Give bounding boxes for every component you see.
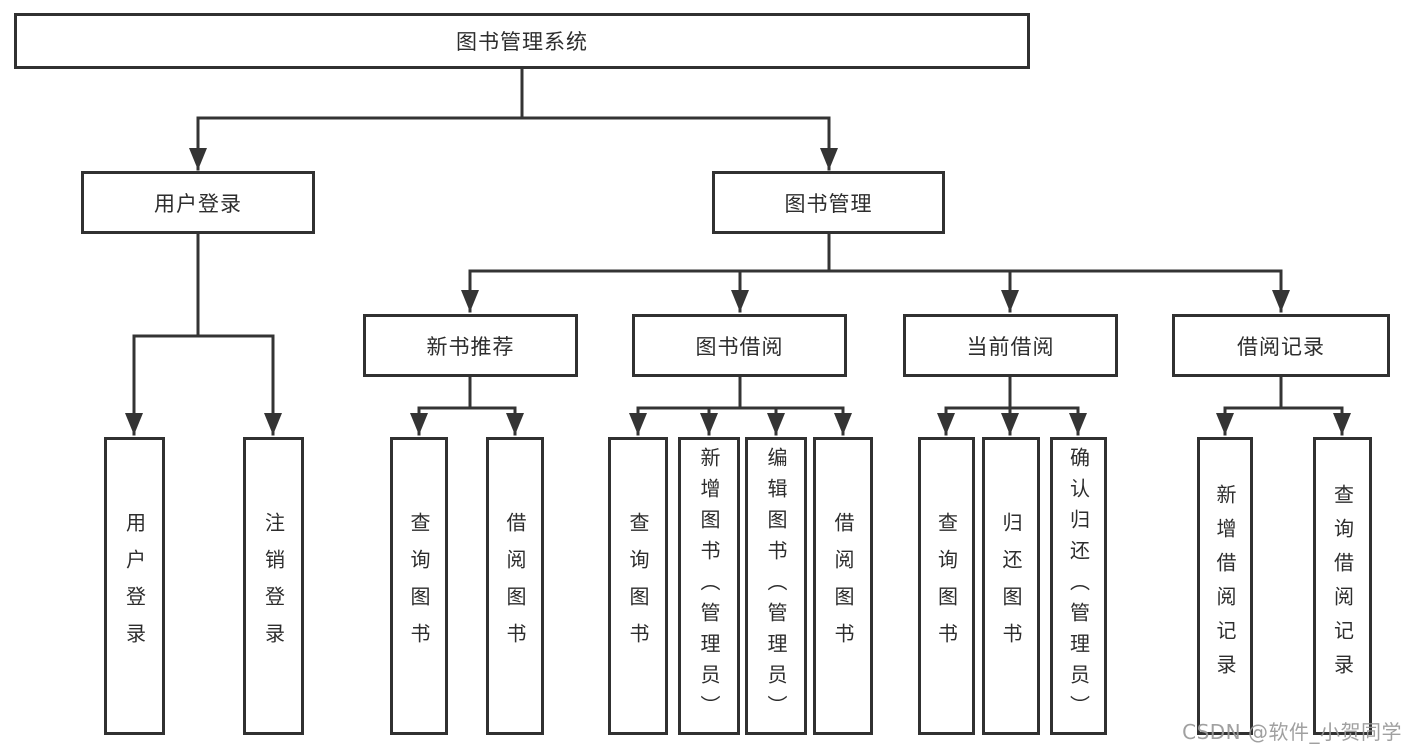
node-borrow-records: 借阅记录 [1172,314,1390,377]
leaf-borrow-books-1-label: 借阅图书 [503,512,527,660]
leaf-confirm-return-admin: 确认归还（管理员） [1050,437,1107,735]
leaf-borrow-books-2-label: 借阅图书 [831,512,855,660]
leaf-query-books-3-label: 查询图书 [934,512,959,660]
node-user-login: 用户登录 [81,171,315,234]
leaf-borrow-books-2: 借阅图书 [813,437,873,735]
leaf-user-login: 用户登录 [104,437,165,735]
node-borrow-records-label: 借阅记录 [1237,334,1325,359]
node-book-borrow-label: 图书借阅 [695,334,784,359]
leaf-edit-book-admin: 编辑图书（管理员） [745,437,807,735]
leaf-query-books-2: 查询图书 [608,437,668,735]
node-new-book-recommend-label: 新书推荐 [426,334,515,359]
leaf-edit-book-admin-label: 编辑图书（管理员） [764,446,788,726]
leaf-query-books-1-label: 查询图书 [407,512,431,660]
leaf-add-borrow-record: 新增借阅记录 [1197,437,1253,735]
node-root: 图书管理系统 [14,13,1030,69]
node-book-management: 图书管理 [712,171,945,234]
leaf-add-borrow-record-label: 新增借阅记录 [1213,484,1237,688]
leaf-logout-label: 注销登录 [261,512,286,660]
csdn-watermark: CSDN @软件_小贺同学 [1182,720,1402,744]
node-root-label: 图书管理系统 [456,30,588,54]
node-current-borrow-label: 当前借阅 [966,334,1055,359]
leaf-return-books-label: 归还图书 [999,512,1023,660]
leaf-query-books-1: 查询图书 [390,437,448,735]
leaf-query-books-2-label: 查询图书 [626,512,650,660]
leaf-return-books: 归还图书 [982,437,1040,735]
leaf-add-book-admin-label: 新增图书（管理员） [697,446,721,726]
leaf-query-borrow-record-label: 查询借阅记录 [1330,484,1355,688]
node-current-borrow: 当前借阅 [903,314,1118,377]
leaf-borrow-books-1: 借阅图书 [486,437,544,735]
leaf-add-book-admin: 新增图书（管理员） [678,437,740,735]
node-user-login-label: 用户登录 [154,191,242,216]
leaf-query-books-3: 查询图书 [918,437,975,735]
leaf-query-borrow-record: 查询借阅记录 [1313,437,1372,735]
node-book-management-label: 图书管理 [784,191,873,216]
leaf-confirm-return-admin-label: 确认归还（管理员） [1066,446,1091,726]
node-new-book-recommend: 新书推荐 [363,314,578,377]
node-book-borrow: 图书借阅 [632,314,847,377]
leaf-logout: 注销登录 [243,437,304,735]
leaf-user-login-label: 用户登录 [122,512,147,660]
